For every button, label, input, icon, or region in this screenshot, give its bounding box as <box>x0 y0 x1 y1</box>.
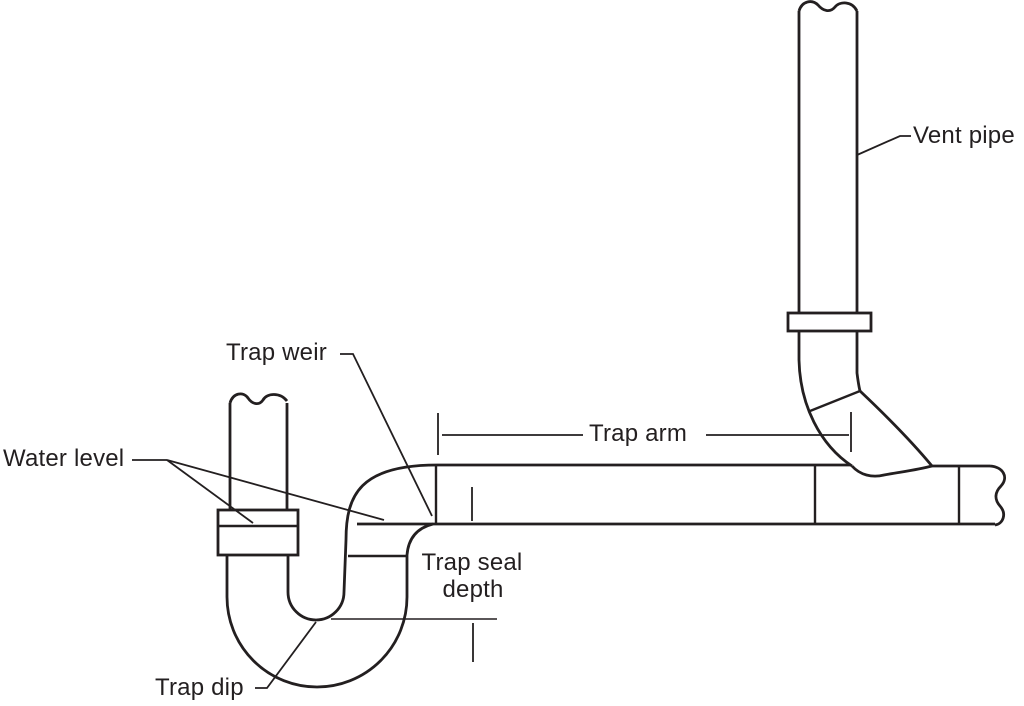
water-level-leader-to-inlet <box>166 459 254 524</box>
vent-pipe-right-edge <box>855 11 862 392</box>
water-level-label: Water level <box>3 445 124 472</box>
inlet-pipe-left-edge <box>225 403 232 597</box>
inlet-pipe-right-edge <box>285 403 290 592</box>
vent-elbow-outer-curve <box>859 389 934 467</box>
pipe-outlines <box>216 0 1006 689</box>
trap-inner-u-bend <box>286 463 438 622</box>
vent-pipe-left-edge <box>797 11 853 468</box>
vent-pipe-top-break <box>797 0 859 12</box>
trap-arm-end-break <box>989 464 1006 527</box>
trap-weir-leader <box>340 353 433 517</box>
labels: Vent pipe Trap weir Water level Trap arm… <box>3 122 1015 701</box>
trap-dip-leader <box>255 621 317 689</box>
inlet-pipe-top-break <box>228 392 289 405</box>
trap-dip-label: Trap dip <box>155 674 244 701</box>
annotation-lines <box>132 135 911 689</box>
vent-coupling-band <box>786 311 873 333</box>
trap-weir-label: Trap weir <box>226 339 327 366</box>
trap-seal-depth-label-line2: depth <box>442 576 503 603</box>
trap-outer-u-bend <box>225 522 434 689</box>
trap-arm-top-line <box>437 463 990 468</box>
vent-pipe-leader <box>856 135 911 156</box>
trap-seal-depth-label-line1: Trap seal <box>422 549 523 576</box>
vent-elbow-heel <box>850 464 933 478</box>
trap-slip-nut <box>216 508 300 557</box>
vent-pipe-label: Vent pipe <box>913 122 1015 149</box>
vent-elbow-seam <box>809 389 861 413</box>
trap-arm-label: Trap arm <box>589 420 687 447</box>
water-level-leader-to-weir <box>166 459 385 521</box>
